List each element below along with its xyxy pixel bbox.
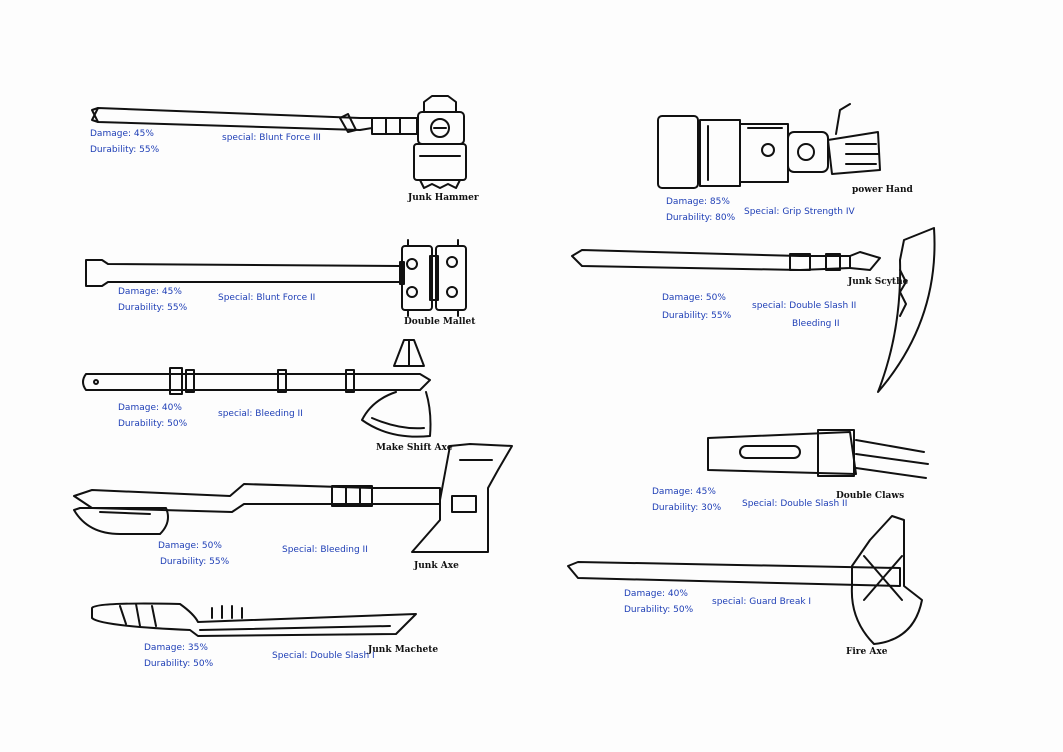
makeshift-axe-damage: Damage: 40%	[118, 403, 182, 413]
makeshift-axe-durability: Durability: 50%	[118, 419, 188, 429]
double-claws-special: Special: Double Slash II	[742, 499, 848, 509]
double-claws-damage: Damage: 45%	[652, 487, 716, 497]
power-hand-name: power Hand	[852, 185, 913, 195]
fire-axe-durability: Durability: 50%	[624, 605, 694, 615]
double-mallet-drawing	[85, 239, 467, 317]
makeshift-axe-special: special: Bleeding II	[218, 409, 303, 419]
fire-axe-name: Fire Axe	[846, 647, 888, 657]
double-mallet-name: Double Mallet	[404, 317, 476, 327]
junk-hammer-damage: Damage: 45%	[90, 129, 154, 139]
junk-scythe-special-2: Bleeding II	[792, 319, 840, 329]
power-hand-special: Special: Grip Strength IV	[744, 207, 855, 217]
junk-axe-special: Special: Bleeding II	[282, 545, 368, 555]
junk-axe-name: Junk Axe	[414, 561, 459, 571]
junk-machete-durability: Durability: 50%	[144, 659, 214, 669]
double-mallet-special: Special: Blunt Force II	[218, 293, 316, 303]
makeshift-axe-drawing	[82, 339, 432, 438]
double-claws-name: Double Claws	[836, 491, 905, 501]
junk-hammer-durability: Durability: 55%	[90, 145, 160, 155]
junk-scythe-special: special: Double Slash II	[752, 301, 857, 311]
junk-axe-drawing	[73, 443, 513, 553]
junk-scythe-damage: Damage: 50%	[662, 293, 726, 303]
power-hand-drawing	[657, 103, 881, 189]
double-mallet-damage: Damage: 45%	[118, 287, 182, 297]
junk-axe-durability: Durability: 55%	[160, 557, 230, 567]
fire-axe-damage: Damage: 40%	[624, 589, 688, 599]
power-hand-damage: Damage: 85%	[666, 197, 730, 207]
junk-hammer-special: special: Blunt Force III	[222, 133, 321, 143]
junk-machete-damage: Damage: 35%	[144, 643, 208, 653]
junk-machete-drawing	[91, 602, 417, 637]
junk-hammer-drawing	[91, 95, 467, 189]
junk-machete-special: Special: Double Slash I	[272, 651, 375, 661]
double-claws-drawing	[707, 429, 929, 479]
makeshift-axe-name: Make Shift Axe	[376, 443, 453, 453]
junk-hammer-name: Junk Hammer	[408, 193, 479, 203]
power-hand-durability: Durability: 80%	[666, 213, 736, 223]
junk-scythe-drawing	[571, 227, 936, 393]
double-claws-durability: Durability: 30%	[652, 503, 722, 513]
fire-axe-drawing	[567, 515, 923, 645]
junk-axe-damage: Damage: 50%	[158, 541, 222, 551]
junk-scythe-durability: Durability: 55%	[662, 311, 732, 321]
fire-axe-special: special: Guard Break I	[712, 597, 812, 607]
junk-machete-name: Junk Machete	[368, 645, 439, 655]
double-mallet-durability: Durability: 55%	[118, 303, 188, 313]
junk-scythe-name: Junk Scythe	[848, 277, 909, 287]
